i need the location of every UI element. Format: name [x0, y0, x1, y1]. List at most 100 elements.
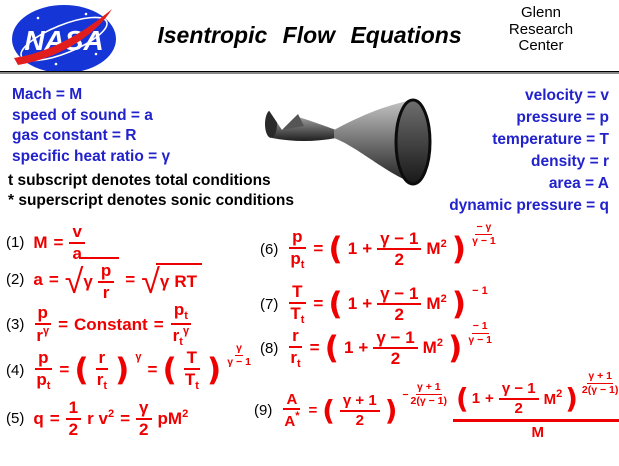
math-token: T [184, 369, 196, 389]
math-token: p [173, 300, 185, 319]
fraction: γ − 1 2 [377, 284, 422, 325]
math-token: M [426, 294, 441, 314]
equation-5-number: (5) [6, 410, 25, 428]
definition-specific-heat-ratio: specific heat ratio = γ [12, 147, 171, 165]
denominator: Tt [287, 304, 307, 326]
exponent-denominator: γ − 1 [468, 333, 492, 346]
math-token: M [426, 239, 441, 259]
fraction: γ − 1 2 [377, 229, 422, 270]
fraction: γ − 1 2 [373, 328, 418, 369]
nozzle-cutaway-notch [268, 109, 298, 130]
note-total-conditions: t subscript denotes total conditions [8, 172, 271, 189]
math-token: v [98, 408, 108, 428]
superscript: 2 [440, 238, 447, 251]
equation-8-math: r rt = ( 1 + γ − 1 2 M2 ) − 1 γ − 1 [287, 320, 492, 370]
left-paren: ( [324, 329, 339, 366]
numerator: p [34, 304, 51, 325]
fraction: A A* [281, 391, 302, 431]
subscript: t [195, 379, 199, 392]
equation-7-math: T Tt = ( 1 + γ − 1 2 M2 ) − 1 [287, 283, 488, 326]
exponent-fraction: − γ γ − 1 [472, 221, 496, 248]
exponent-numerator: γ [235, 342, 244, 356]
denominator: 2 [394, 305, 404, 325]
fraction: γ − 1 2 [498, 381, 539, 417]
exponent-denominator: γ − 1 [472, 234, 496, 247]
equals-sign: = [309, 338, 320, 358]
equation-6-math: p pt = ( 1 + γ − 1 2 M2 ) − γ γ − 1 [287, 221, 496, 271]
math-token: r [172, 326, 180, 345]
equation-6-number: (6) [260, 240, 279, 258]
math-token: M [422, 338, 437, 358]
exponent-fraction: − 1 γ − 1 [468, 320, 492, 347]
exponent-fraction: γ + 1 2(γ − 1) [411, 381, 447, 408]
plus-sign: + [362, 294, 373, 314]
definitions-left: Mach = M speed of sound = a gas constant… [12, 85, 170, 167]
equation-8-number: (8) [260, 339, 279, 357]
exponent-numerator: − 1 [471, 320, 489, 334]
superscript: 2 [440, 293, 447, 306]
org-name: Glenn Research Center [490, 4, 592, 55]
math-token: r [96, 369, 104, 389]
left-paren: ( [328, 230, 343, 267]
fraction: r rt [287, 327, 303, 370]
numerator: γ − 1 [377, 229, 422, 251]
math-token: Constant [74, 314, 148, 334]
fraction: v a [69, 223, 85, 263]
exponent-fraction: γ γ − 1 [227, 342, 251, 369]
right-paren: ) [447, 329, 463, 366]
paren-contents: 1 + γ − 1 2 M2 [348, 284, 447, 325]
plus-sign: + [362, 239, 373, 259]
math-token: q [33, 408, 44, 428]
math-token: p [157, 408, 168, 428]
superscript: γ [182, 325, 190, 337]
equals-sign: = [48, 269, 59, 289]
numerator: γ [136, 399, 152, 420]
equals-sign: = [49, 408, 60, 428]
minus-sign: − [402, 388, 409, 401]
superscript: γ [42, 325, 50, 337]
fraction: γ 2 [136, 399, 152, 439]
divider [0, 71, 619, 74]
fraction: p pt [287, 228, 307, 271]
math-token: a [33, 269, 43, 289]
subscript: t [184, 310, 188, 322]
left-paren: ( [456, 381, 469, 415]
superscript-star: * [295, 410, 300, 423]
exponent-numerator: γ + 1 [587, 370, 613, 385]
right-paren: ) [451, 285, 467, 322]
superscript: 2 [556, 388, 563, 401]
plus-sign: + [358, 338, 369, 358]
equation-2: (2) a = √ γ p r = √ γ RT [6, 257, 203, 303]
square-root: √ γ p r [65, 257, 120, 303]
equation-3-math: p rγ = Constant = pt rtγ [33, 301, 192, 348]
org-line-2: Research [508, 20, 574, 38]
equation-9-number: (9) [254, 402, 273, 420]
org-line-1: Glenn [520, 4, 562, 21]
term-group: M2 [544, 388, 563, 409]
denominator: A* [281, 410, 302, 430]
right-paren: ) [206, 351, 222, 388]
numerator: γ − 1 [498, 381, 539, 400]
nozzle-mouth [394, 98, 432, 186]
math-token: M [167, 408, 183, 428]
definition-pressure: pressure = p [516, 109, 609, 126]
superscript: 2 [107, 407, 115, 420]
exponent-numerator: γ + 1 [415, 381, 442, 396]
exponent-group: − γ + 1 2(γ − 1) [402, 381, 447, 408]
denominator: a [72, 243, 82, 263]
paren-contents: 1 + γ − 1 2 M2 [348, 229, 447, 270]
numerator: T [289, 283, 306, 304]
numerator: v [69, 223, 85, 244]
notation-notes: t subscript denotes total conditions * s… [8, 171, 294, 210]
note-sonic-conditions: * superscript denotes sonic conditions [8, 191, 294, 209]
denominator: 2 [68, 419, 79, 439]
nozzle-bell [334, 100, 417, 184]
math-token: T [290, 303, 301, 323]
equals-sign: = [313, 239, 324, 259]
math-token: γ [83, 271, 93, 291]
fraction: 1 2 [65, 399, 82, 439]
numerator: γ − 1 [373, 328, 418, 350]
term-group: M2 [426, 294, 446, 314]
radicand: γ p r [79, 257, 120, 303]
logo-orbit [20, 16, 108, 62]
